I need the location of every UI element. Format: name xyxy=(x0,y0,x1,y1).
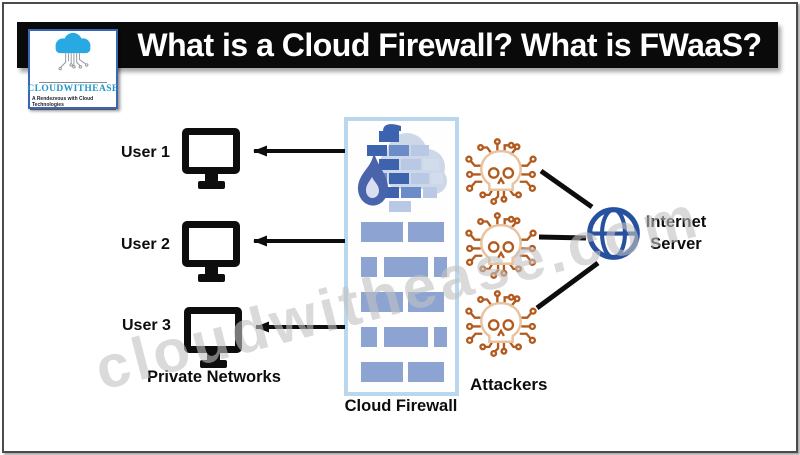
brick xyxy=(361,327,377,347)
user1-label: User 1 xyxy=(121,144,170,161)
brick xyxy=(434,257,447,277)
logo-wordmark: CLOUDWITHEASE xyxy=(27,84,119,94)
brick xyxy=(361,362,403,382)
line-attacker2-to-internet xyxy=(538,234,587,241)
monitor-neck xyxy=(204,267,218,274)
user2-label: User 2 xyxy=(121,236,170,253)
brick-row xyxy=(348,222,455,242)
brick xyxy=(434,327,447,347)
brick-row xyxy=(348,292,455,312)
user1-monitor-icon xyxy=(182,128,240,189)
brick xyxy=(408,222,444,242)
brick xyxy=(361,292,403,312)
brick xyxy=(384,257,428,277)
brick xyxy=(408,292,444,312)
cloud-circuit-logo-icon xyxy=(45,32,101,81)
page-title: What is a Cloud Firewall? What is FWaaS? xyxy=(137,26,762,63)
line-attacker3-to-internet xyxy=(535,260,600,311)
brand-logo-card: CLOUDWITHEASE A Rendezvous with Cloud Te… xyxy=(27,29,119,110)
logo-divider xyxy=(38,82,108,83)
line-attacker1-to-internet xyxy=(539,168,594,210)
internet-label-line1: Internet xyxy=(645,213,707,231)
brick xyxy=(361,222,403,242)
user3-label: User 3 xyxy=(122,317,171,334)
brick-row xyxy=(348,327,455,347)
user3-monitor-icon xyxy=(184,307,242,368)
brick xyxy=(408,362,444,382)
user2-monitor-icon xyxy=(182,221,240,282)
cloud-firewall-box xyxy=(344,117,459,396)
internet-server-label: Internet Server xyxy=(636,211,716,255)
attacker3-skull-circuit-icon xyxy=(463,290,539,360)
monitor-screen xyxy=(182,221,240,267)
private-networks-label: Private Networks xyxy=(147,368,281,386)
monitor-screen xyxy=(182,128,240,174)
monitor-base xyxy=(199,360,227,368)
monitor-neck xyxy=(206,353,220,360)
brick xyxy=(384,327,428,347)
monitor-neck xyxy=(204,174,218,181)
globe-icon xyxy=(586,206,641,266)
monitor-base xyxy=(197,274,225,282)
internet-label-line2: Server xyxy=(650,235,702,253)
cloud-brick-flame-firewall-icon xyxy=(349,123,454,228)
attacker2-skull-circuit-icon xyxy=(463,212,539,282)
header-bar: What is a Cloud Firewall? What is FWaaS? xyxy=(17,22,778,68)
brick xyxy=(361,257,377,277)
cloud-firewall-label: Cloud Firewall xyxy=(344,397,458,415)
monitor-screen xyxy=(184,307,242,353)
attacker1-skull-circuit-icon xyxy=(463,138,539,208)
brick-row xyxy=(348,362,455,382)
attackers-label: Attackers xyxy=(470,375,548,394)
logo-tagline: A Rendezvous with Cloud Technologies xyxy=(30,95,116,110)
monitor-base xyxy=(197,181,225,189)
brick-row xyxy=(348,257,455,277)
